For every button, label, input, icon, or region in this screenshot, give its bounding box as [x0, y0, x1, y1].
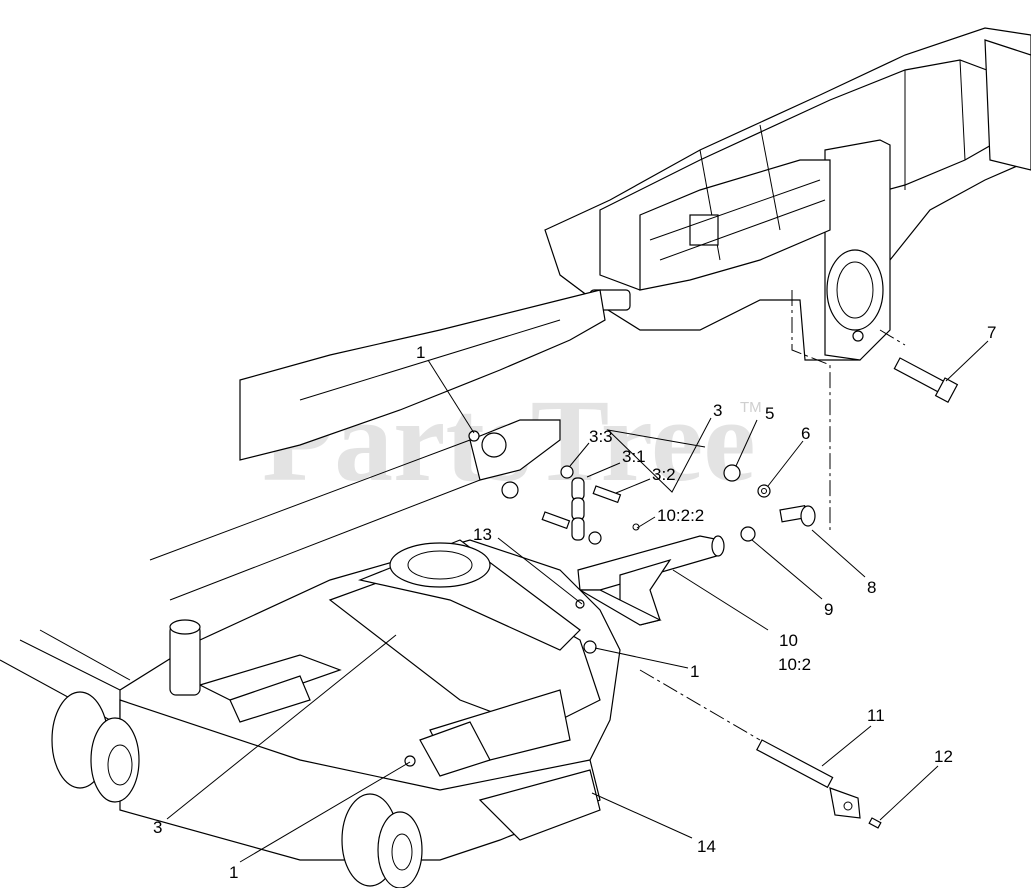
callout-labels: 1 3 5 6 7 3:3 3:1 3:2 10:2:2 13 8 9 10 1…	[153, 323, 996, 882]
callout-9: 9	[824, 600, 833, 619]
callout-3: 3	[713, 401, 722, 420]
tractor-frame	[544, 27, 1031, 361]
callout-10: 10	[779, 631, 798, 650]
hardware-5-6-8	[723, 464, 816, 542]
pin-11	[756, 739, 882, 829]
callout-1: 1	[416, 343, 425, 362]
callout-6: 6	[801, 424, 810, 443]
callout-10-2: 10:2	[778, 655, 811, 674]
bolt-7	[893, 357, 959, 404]
chain-3	[541, 465, 622, 545]
lift-arm	[149, 289, 606, 601]
callout-14: 14	[697, 837, 716, 856]
pivot-bar-10	[577, 523, 725, 626]
callout-7: 7	[987, 323, 996, 342]
callout-1-bottom: 1	[229, 863, 238, 882]
callout-13: 13	[473, 525, 492, 544]
callout-12: 12	[934, 747, 953, 766]
callout-3-2: 3:2	[652, 465, 676, 484]
watermark-trademark: TM	[740, 399, 762, 416]
callout-3-deck: 3	[153, 818, 162, 837]
leader-lines	[166, 340, 989, 863]
callout-8: 8	[867, 578, 876, 597]
callout-3-3: 3:3	[589, 427, 613, 446]
mower-deck	[0, 430, 621, 861]
callout-11: 11	[867, 706, 885, 725]
callout-5: 5	[765, 404, 774, 423]
gauge-wheels	[51, 691, 423, 888]
assembly-center-lines	[639, 290, 906, 741]
callout-10-2-2: 10:2:2	[657, 506, 704, 525]
callout-1-deck: 1	[690, 662, 699, 681]
callout-3-1: 3:1	[622, 447, 646, 466]
